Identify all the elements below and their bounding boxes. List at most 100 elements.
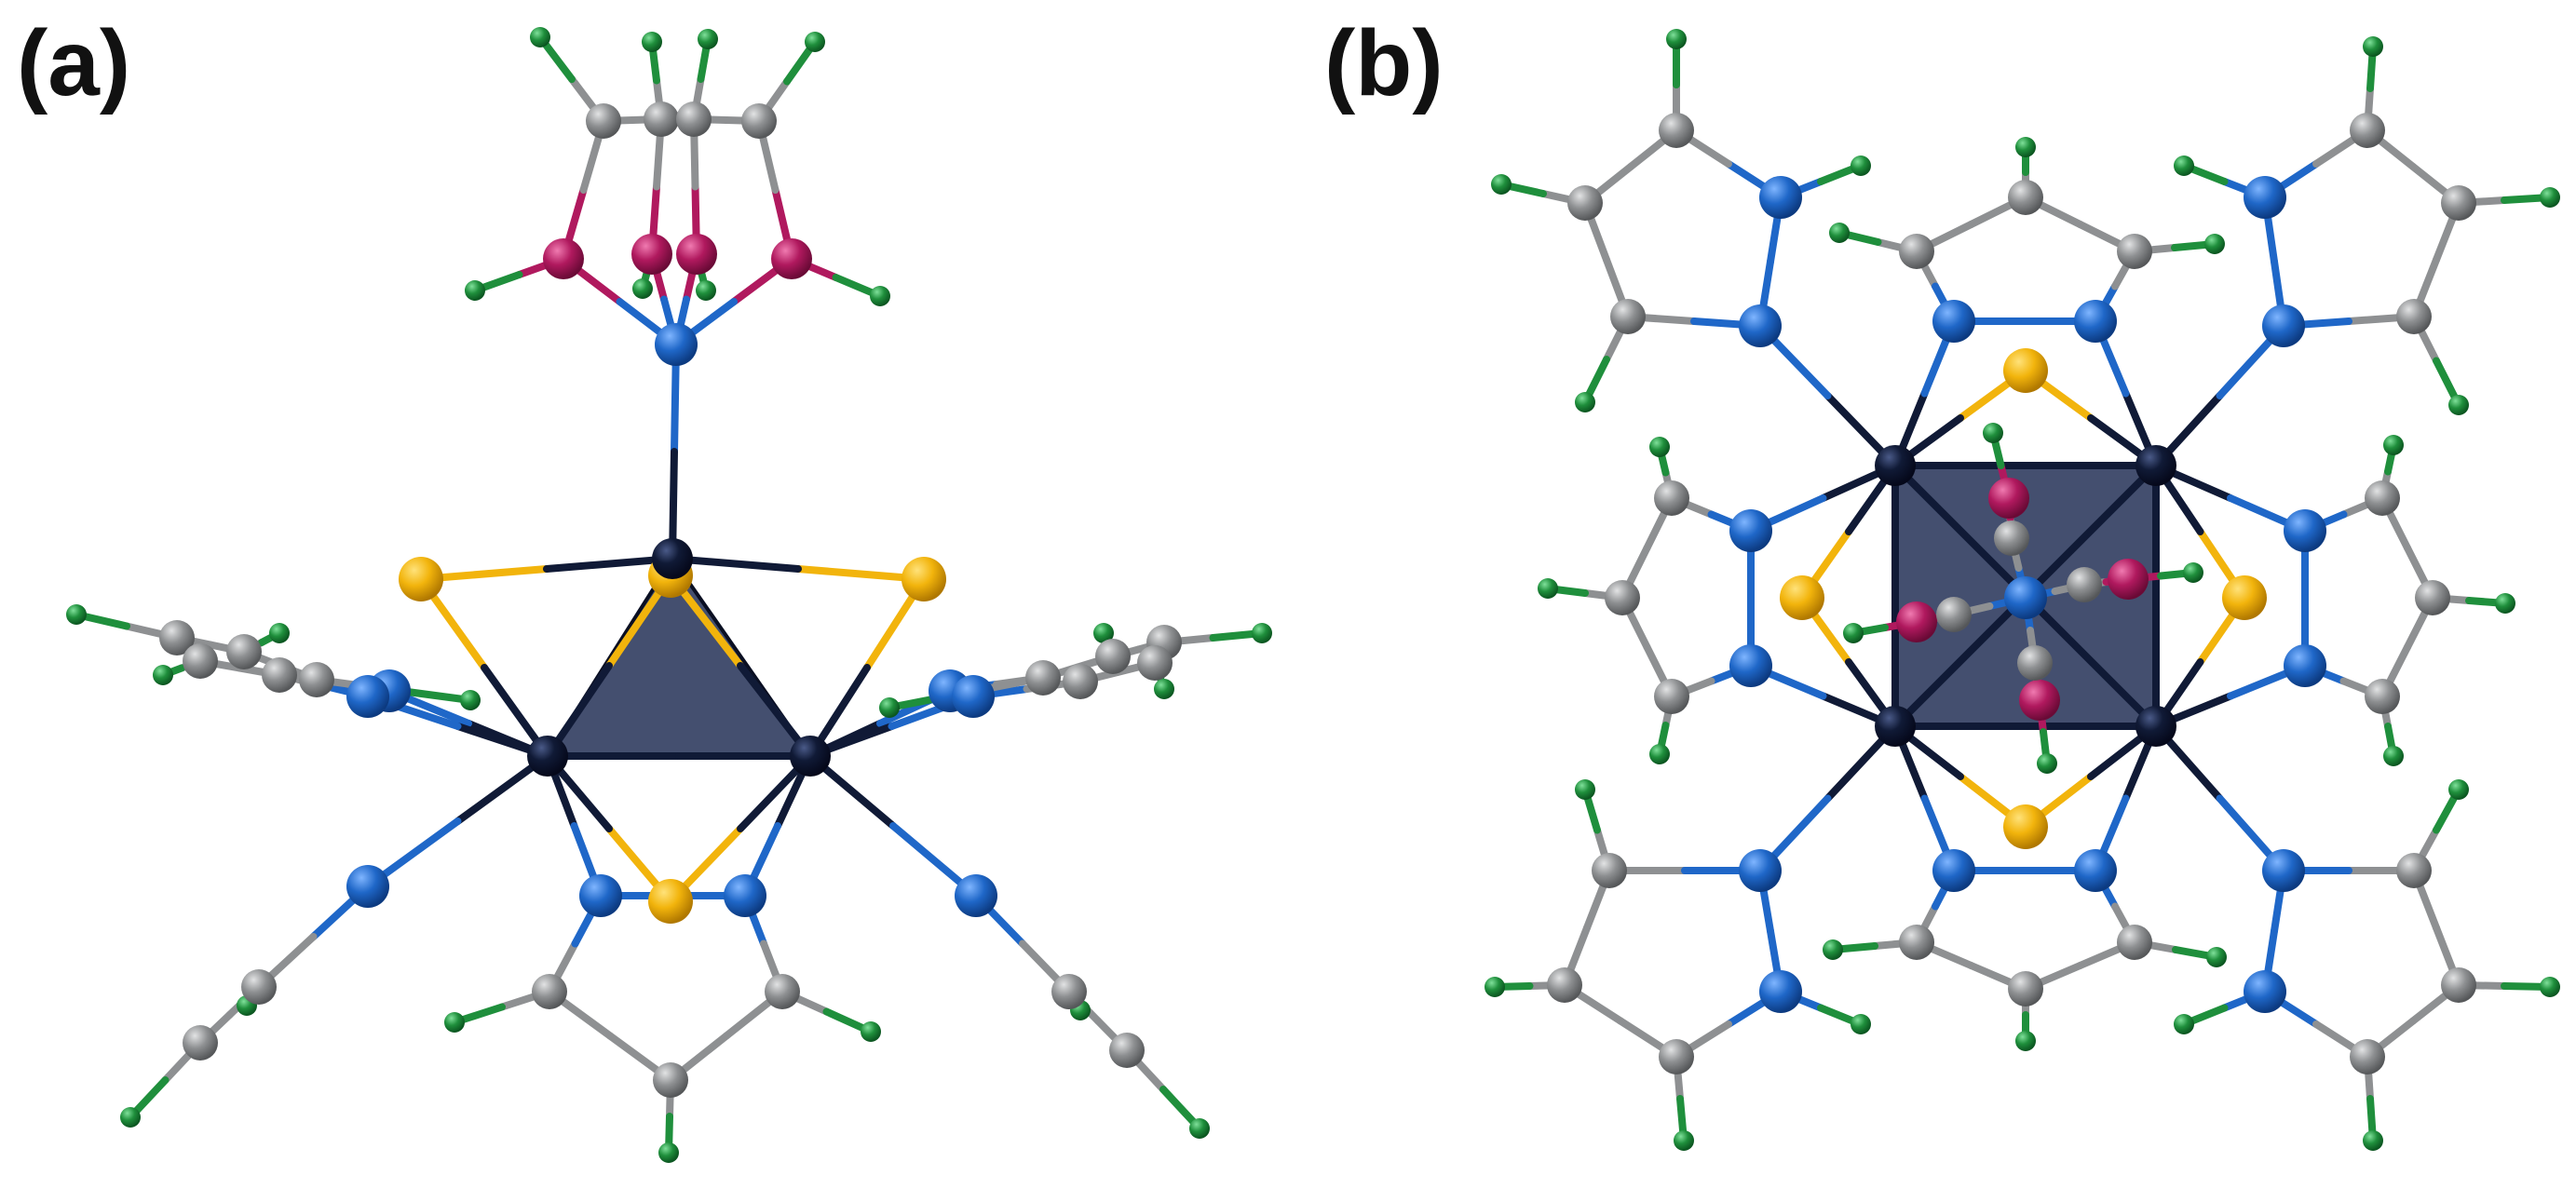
boron-atom bbox=[771, 238, 812, 279]
sulfur-atom bbox=[399, 557, 443, 601]
pz-corner-br-hydrogen-atom bbox=[2540, 977, 2560, 997]
bottom-pz-a-hydrogen-atom bbox=[861, 1021, 881, 1042]
bottom-pz-a-nitrogen-atom bbox=[724, 874, 766, 917]
hydrogen-atom bbox=[1252, 623, 1272, 643]
pz-corner-br-hydrogen-atom bbox=[2448, 779, 2469, 800]
pz-corner-tl-hydrogen-atom bbox=[1575, 392, 1595, 412]
pz-corner-tr-carbon-atom bbox=[2350, 113, 2385, 148]
pz-corner-tl-carbon-atom bbox=[1567, 185, 1603, 221]
pz-bottom-nitrogen-atom bbox=[1932, 849, 1975, 892]
pz-bottom-carbon-atom bbox=[2117, 925, 2152, 960]
carbon-atom bbox=[1095, 639, 1131, 674]
cage-hydrogen-atom bbox=[696, 280, 716, 301]
metal-atom bbox=[527, 736, 568, 777]
sulfur-atom bbox=[2003, 804, 2048, 849]
metal-atom bbox=[652, 538, 693, 579]
pz-corner-tl-carbon-atom bbox=[1659, 113, 1694, 148]
pz-right-carbon-atom bbox=[2365, 679, 2400, 714]
carbon-atom bbox=[159, 620, 195, 655]
pz-bottom-hydrogen-atom bbox=[2015, 1031, 2036, 1051]
pz-corner-br-carbon-atom bbox=[2441, 967, 2476, 1003]
nitrogen-atom bbox=[955, 874, 997, 917]
pz-left-carbon-atom bbox=[1654, 679, 1689, 714]
boron-atom bbox=[543, 238, 584, 279]
hydrogen-atom bbox=[269, 623, 290, 643]
cage-hydrogen-atom bbox=[1843, 623, 1864, 643]
metal-atom bbox=[1875, 706, 1916, 747]
pz-right-carbon-atom bbox=[2365, 480, 2400, 516]
pz-corner-br-carbon-atom bbox=[2396, 853, 2432, 888]
pz-corner-bl-hydrogen-atom bbox=[1851, 1014, 1871, 1034]
nitrogen-atom bbox=[346, 675, 389, 718]
carbon-atom bbox=[262, 657, 297, 693]
pz-left-nitrogen-atom bbox=[1729, 509, 1772, 552]
pz-left-hydrogen-atom bbox=[1649, 437, 1670, 457]
pz-top-carbon-atom bbox=[2008, 180, 2043, 215]
pz-corner-tl-hydrogen-atom bbox=[1851, 155, 1871, 176]
cage-carbon-atom bbox=[2017, 645, 2053, 681]
cage-nitrogen-atom bbox=[655, 323, 698, 366]
pz-bottom-hydrogen-atom bbox=[1823, 939, 1843, 960]
hydrogen-atom bbox=[66, 604, 87, 625]
hydrogen-atom bbox=[879, 697, 900, 718]
metal-atom bbox=[2135, 445, 2176, 486]
sulfur-atom bbox=[648, 879, 693, 924]
bottom-pz-a-hydrogen-atom bbox=[444, 1012, 465, 1033]
pz-corner-bl-hydrogen-atom bbox=[1485, 977, 1505, 997]
carbon-atom bbox=[183, 643, 218, 679]
bottom-pz-a-hydrogen-atom bbox=[658, 1142, 679, 1163]
panel-label-b: (b) bbox=[1324, 11, 1444, 115]
pz-bottom-carbon-atom bbox=[2008, 971, 2043, 1007]
carbon-atom bbox=[183, 1025, 218, 1061]
pz-corner-bl-carbon-atom bbox=[1659, 1039, 1694, 1074]
cage-hydrogen-atom bbox=[870, 286, 890, 306]
pz-corner-tr-carbon-atom bbox=[2441, 185, 2476, 221]
metal-bond bbox=[2022, 592, 2160, 730]
pz-corner-bl-nitrogen-atom bbox=[1759, 970, 1802, 1013]
pz-corner-tr-hydrogen-atom bbox=[2540, 187, 2560, 208]
pz-corner-tl-carbon-atom bbox=[1610, 299, 1646, 334]
carbon-atom bbox=[1025, 660, 1061, 696]
pz-corner-tl-hydrogen-atom bbox=[1491, 174, 1512, 195]
pz-corner-br-nitrogen-atom bbox=[2244, 970, 2286, 1013]
pz-corner-tr-nitrogen-atom bbox=[2244, 176, 2286, 219]
cage-hydrogen-atom bbox=[805, 32, 825, 52]
carbon-atom bbox=[1051, 974, 1087, 1009]
sulfur-atom bbox=[1780, 575, 1824, 620]
cage-hydrogen-atom bbox=[632, 278, 653, 299]
cage-carbon-atom bbox=[741, 103, 777, 139]
s-bond bbox=[543, 555, 676, 573]
pz-left-hydrogen-atom bbox=[1538, 578, 1558, 599]
cage-hydrogen-atom bbox=[2037, 753, 2057, 774]
pz-right-hydrogen-atom bbox=[2495, 593, 2515, 614]
cage-hydrogen-atom bbox=[2183, 562, 2203, 583]
pz-top-nitrogen-atom bbox=[1932, 300, 1975, 343]
cage-hydrogen-atom bbox=[642, 32, 662, 52]
pz-top-nitrogen-atom bbox=[2074, 300, 2117, 343]
pz-top-carbon-atom bbox=[2117, 234, 2152, 269]
pz-corner-bl-hydrogen-atom bbox=[1674, 1130, 1694, 1151]
bottom-pz-a-nitrogen-atom bbox=[579, 874, 622, 917]
boron-atom bbox=[2019, 680, 2060, 721]
pz-left-carbon-atom bbox=[1654, 480, 1689, 516]
pz-corner-br-carbon-atom bbox=[2350, 1039, 2385, 1074]
pz-bottom-carbon-atom bbox=[1899, 925, 1934, 960]
atoms bbox=[66, 27, 2560, 1163]
pz-corner-tr-nitrogen-atom bbox=[2262, 304, 2305, 347]
pz-right-carbon-atom bbox=[2415, 580, 2450, 615]
cage-nitrogen-atom bbox=[2004, 576, 2047, 619]
carbon-atom bbox=[299, 662, 334, 697]
pz-corner-tr-carbon-atom bbox=[2396, 299, 2432, 334]
pz-bottom-nitrogen-atom bbox=[2074, 849, 2117, 892]
sulfur-atom bbox=[2003, 348, 2048, 393]
pz-top-hydrogen-atom bbox=[2015, 137, 2036, 157]
pz-corner-br-hydrogen-atom bbox=[2363, 1130, 2383, 1151]
pz-corner-tr-hydrogen-atom bbox=[2448, 395, 2469, 415]
nitrogen-atom bbox=[952, 675, 995, 718]
panel-label-a: (a) bbox=[17, 11, 131, 115]
hydrogen-atom bbox=[120, 1107, 141, 1128]
cage-carbon-atom bbox=[676, 101, 712, 137]
pz-left-nitrogen-atom bbox=[1729, 644, 1772, 687]
boron-atom bbox=[1988, 478, 2029, 519]
pz-corner-tr-hydrogen-atom bbox=[2363, 36, 2383, 57]
